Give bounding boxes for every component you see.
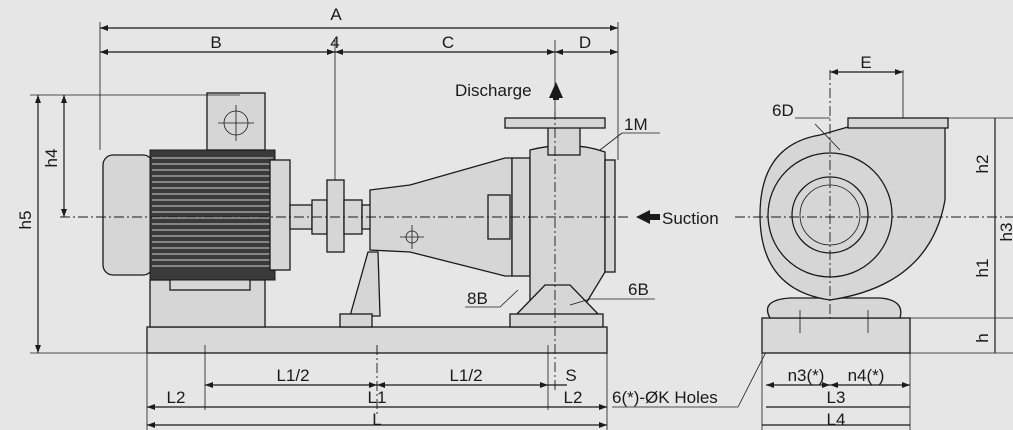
dim-A: A: [330, 5, 342, 24]
dim-h4: h4: [42, 149, 61, 168]
dim-h1: h1: [973, 259, 992, 278]
dim-S: S: [565, 366, 576, 385]
dim-4: 4: [330, 33, 339, 52]
dim-L2-right: L2: [564, 388, 583, 407]
discharge-arrow-icon: [549, 82, 563, 100]
label-6D: 6D: [772, 101, 794, 120]
dim-h5: h5: [16, 211, 35, 230]
dim-B: B: [210, 33, 221, 52]
dim-L2-left: L2: [167, 388, 186, 407]
coupling: [289, 179, 375, 253]
dim-L: L: [372, 410, 381, 429]
label-holes: 6(*)-ØK Holes: [612, 388, 718, 407]
label-suction: Suction: [662, 209, 719, 228]
dim-L1-half-right: L1/2: [449, 366, 482, 385]
dim-L4: L4: [827, 410, 846, 429]
dim-E: E: [860, 53, 871, 72]
pump-casing: [504, 117, 616, 328]
dim-h3: h3: [997, 223, 1013, 242]
dim-L1: L1: [368, 388, 387, 407]
dim-D: D: [579, 33, 591, 52]
dim-L1-half-left: L1/2: [276, 366, 309, 385]
dim-L3: L3: [827, 388, 846, 407]
dim-n4: n4(*): [848, 366, 885, 385]
left-dimensions: [30, 94, 240, 354]
leader-lines: [465, 132, 767, 408]
dim-C: C: [442, 33, 454, 52]
label-1M: 1M: [624, 115, 648, 134]
label-6B: 6B: [628, 280, 649, 299]
dim-n3: n3(*): [788, 366, 825, 385]
dim-h: h: [973, 333, 992, 342]
motor: [102, 92, 291, 281]
label-8B: 8B: [467, 289, 488, 308]
dim-h2: h2: [973, 155, 992, 174]
top-dimensions: [99, 22, 619, 180]
bottom-dimensions: [147, 345, 607, 428]
suction-arrow-icon: [636, 210, 660, 224]
end-view: [735, 69, 1013, 430]
label-discharge: Discharge: [455, 81, 532, 100]
